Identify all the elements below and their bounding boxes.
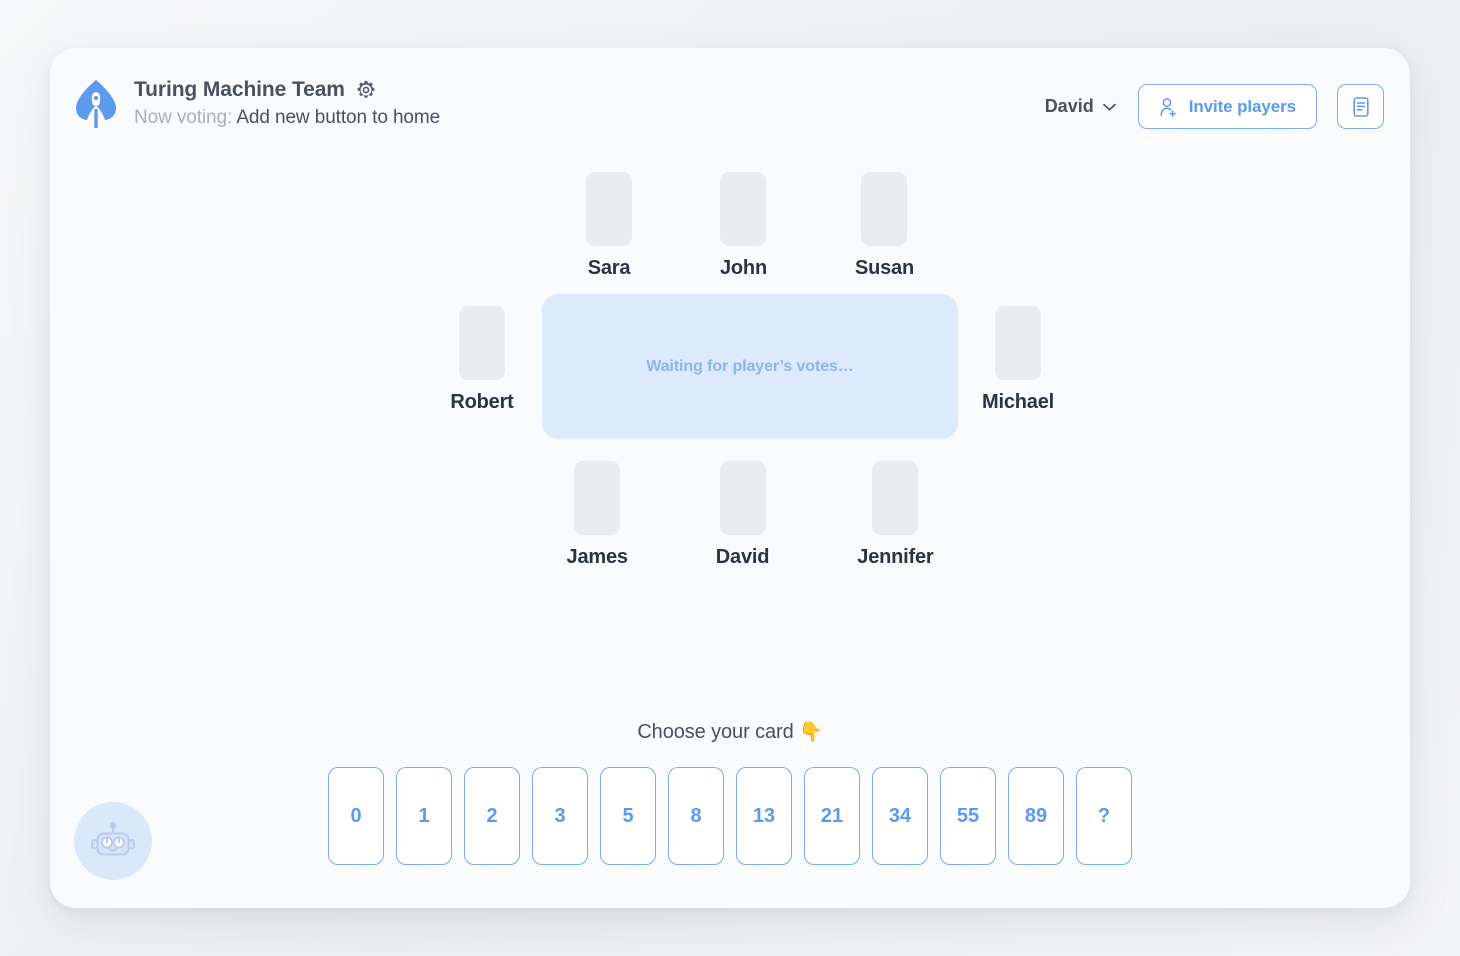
deck-card[interactable]: 0: [328, 767, 384, 865]
player-seat[interactable]: Michael: [982, 305, 1054, 414]
deck-card[interactable]: 5: [600, 767, 656, 865]
deck-card[interactable]: 3: [532, 767, 588, 865]
deck-section: Choose your card 👇 0 1 2 3 5 8 13 21 34 …: [50, 720, 1410, 865]
deck-card[interactable]: 55: [940, 767, 996, 865]
team-name: Turing Machine Team: [134, 78, 345, 101]
invite-players-button[interactable]: Invite players: [1137, 84, 1317, 129]
brand-block: Turing Machine Team Now voting: Add new …: [72, 76, 440, 130]
spade-rocket-logo-icon: [76, 80, 116, 128]
app-header: Turing Machine Team Now voting: Add new …: [50, 48, 1410, 160]
deck-card[interactable]: 34: [872, 767, 928, 865]
chevron-down-icon: [1102, 103, 1116, 110]
team-row: Turing Machine Team: [134, 78, 440, 102]
deck-card[interactable]: 21: [804, 767, 860, 865]
deck-prompt: Choose your card 👇: [50, 720, 1410, 744]
players-side-right: Michael: [966, 280, 1070, 439]
user-menu-label: David: [1044, 96, 1094, 116]
voting-board: Sara John Susan Robert Waiting for p: [50, 172, 1410, 682]
board-grid: Sara John Susan Robert Waiting for p: [430, 172, 1070, 569]
player-seat[interactable]: Susan: [855, 172, 914, 280]
player-name: Sara: [587, 257, 631, 279]
deck-card[interactable]: 2: [464, 767, 520, 865]
deck-card[interactable]: 1: [396, 767, 452, 865]
player-name: Michael: [982, 390, 1054, 413]
player-vote-card: [872, 461, 919, 535]
player-vote-card: [995, 305, 1041, 380]
player-vote-card: [574, 461, 621, 535]
player-seat[interactable]: John: [720, 172, 767, 280]
document-icon: [1352, 96, 1369, 117]
app-window: Turing Machine Team Now voting: Add new …: [50, 48, 1410, 908]
invite-players-label: Invite players: [1188, 96, 1296, 116]
player-vote-card: [585, 172, 632, 246]
player-name: John: [719, 257, 767, 279]
deck-cards: 0 1 2 3 5 8 13 21 34 55 89 ?: [50, 767, 1410, 865]
deck-card[interactable]: 13: [736, 767, 792, 865]
player-name: Susan: [854, 257, 914, 279]
player-name: Robert: [450, 390, 514, 413]
notes-button[interactable]: [1337, 84, 1384, 129]
table-status-text: Waiting for player’s votes…: [646, 357, 854, 375]
player-vote-card: [861, 172, 908, 246]
assistant-bot-button[interactable]: [74, 802, 152, 880]
player-name: Jennifer: [857, 546, 934, 568]
now-voting-topic: Add new button to home: [236, 107, 441, 128]
players-row-bottom: James David Jennifer: [430, 461, 1070, 569]
user-menu[interactable]: David: [1043, 92, 1118, 121]
table-center: Waiting for player’s votes…: [542, 294, 958, 439]
person-add-icon: [1160, 97, 1176, 117]
player-seat[interactable]: Robert: [450, 305, 514, 414]
deck-prompt-text: Choose your card: [637, 721, 794, 743]
deck-card[interactable]: 89: [1008, 767, 1064, 865]
robot-icon: [91, 822, 135, 856]
now-voting-row: Now voting: Add new button to home: [134, 107, 440, 129]
player-name: James: [566, 546, 628, 568]
now-voting-label: Now voting:: [134, 107, 233, 128]
gear-icon[interactable]: [356, 80, 376, 100]
player-seat[interactable]: David: [716, 461, 769, 569]
player-name: David: [715, 546, 770, 568]
pointing-down-icon: 👇: [799, 722, 823, 743]
player-seat[interactable]: James: [567, 461, 628, 569]
player-seat[interactable]: Jennifer: [857, 461, 934, 569]
players-side-left: Robert: [430, 280, 534, 439]
player-vote-card: [720, 172, 767, 246]
header-actions: David Invite players: [1043, 84, 1384, 129]
deck-card[interactable]: 8: [668, 767, 724, 865]
player-vote-card: [459, 305, 505, 380]
brand-text: Turing Machine Team Now voting: Add new …: [134, 76, 440, 129]
player-vote-card: [719, 461, 766, 535]
deck-card[interactable]: ?: [1076, 767, 1132, 865]
player-seat[interactable]: Sara: [585, 172, 632, 280]
players-row-top: Sara John Susan: [430, 172, 1070, 280]
